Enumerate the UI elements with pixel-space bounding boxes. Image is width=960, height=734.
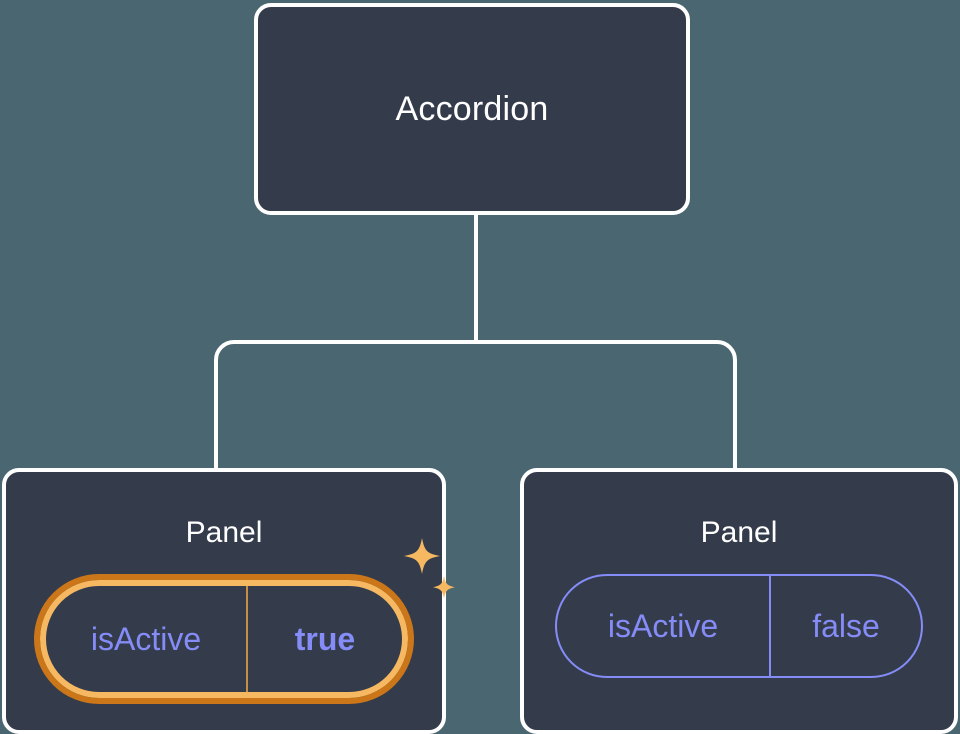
node-accordion-label: Accordion bbox=[395, 90, 549, 128]
node-accordion[interactable]: Accordion bbox=[254, 3, 690, 215]
node-panel-inactive-label: Panel bbox=[700, 516, 778, 549]
prop-pill-wrapper-active: isActive true bbox=[34, 538, 455, 704]
sparkle-group bbox=[398, 532, 462, 610]
node-panel-inactive[interactable]: Panel isActive false bbox=[520, 468, 958, 734]
prop-key: isActive bbox=[46, 586, 248, 692]
connector-branch-right bbox=[474, 340, 737, 470]
node-panel-active-label: Panel bbox=[185, 516, 263, 549]
sparkle-icon-large bbox=[404, 538, 440, 574]
prop-key: isActive bbox=[557, 576, 771, 676]
prop-value: true bbox=[294, 621, 356, 657]
sparkle-icon-small bbox=[433, 576, 455, 599]
connector-branch-left bbox=[214, 340, 478, 470]
node-panel-active[interactable]: Panel isActive true bbox=[2, 468, 455, 734]
prop-pill-wrapper-inactive: isActive false bbox=[555, 574, 923, 678]
prop-pill-isactive-false[interactable]: isActive false bbox=[555, 574, 923, 678]
prop-pill-isactive-true[interactable]: isActive true bbox=[34, 574, 414, 704]
prop-value: false bbox=[812, 608, 880, 644]
